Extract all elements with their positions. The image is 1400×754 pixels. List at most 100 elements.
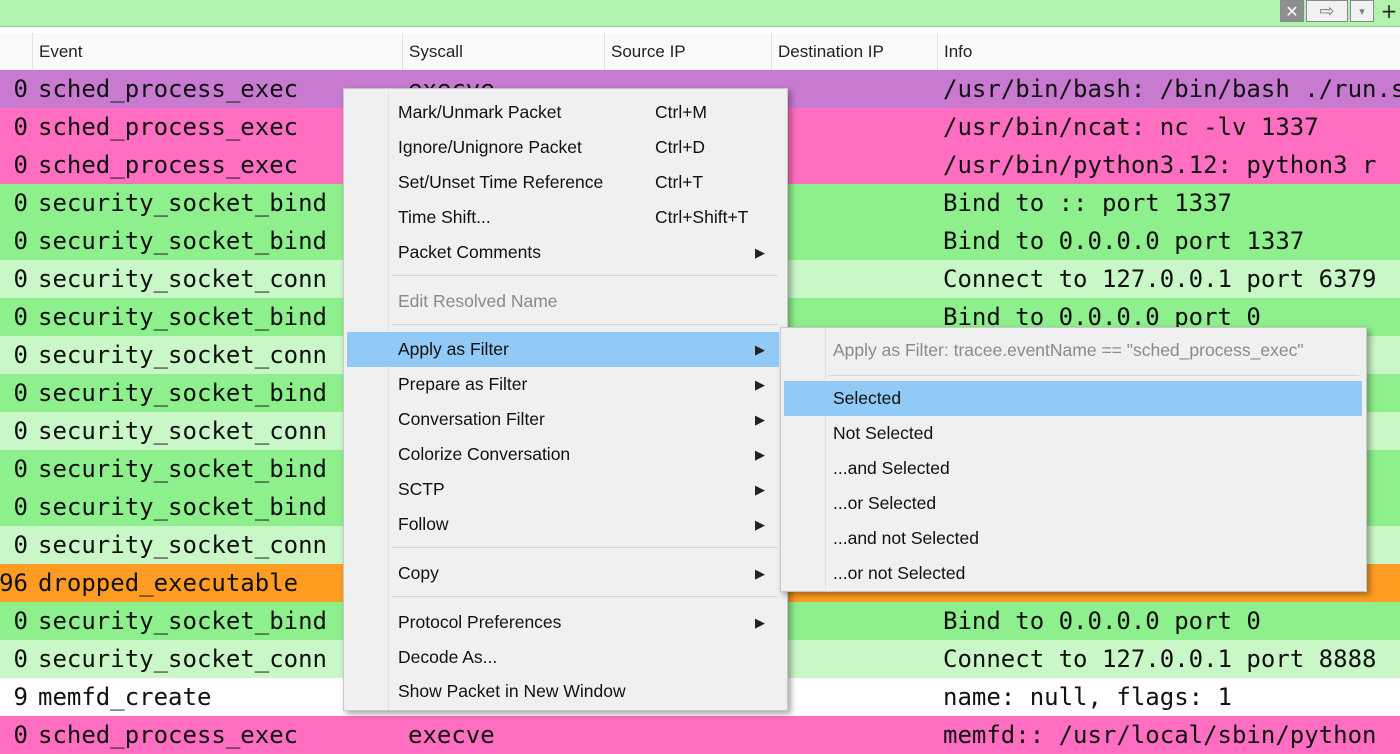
menu-separator xyxy=(392,596,778,597)
cell-number: 0 xyxy=(13,75,28,103)
menu-separator xyxy=(392,275,778,276)
menu-item-time-shift[interactable]: Time Shift... Ctrl+Shift+T xyxy=(347,200,779,235)
menu-item-decode-as[interactable]: Decode As... xyxy=(347,640,779,675)
cell-event: sched_process_exec xyxy=(38,75,299,103)
cell-info: /usr/bin/ncat: nc -lv 1337 xyxy=(943,113,1319,141)
cell-event: security_socket_bind xyxy=(38,493,327,521)
table-row[interactable]: 0sched_process_execexecve/usr/bin/bash: … xyxy=(0,70,1400,108)
column-header-info[interactable]: Info xyxy=(937,33,1400,70)
menu-item-shortcut: Ctrl+M xyxy=(655,102,708,122)
menu-item-set-unset-time-reference[interactable]: Set/Unset Time Reference Ctrl+T xyxy=(347,165,779,200)
clear-filter-icon[interactable]: ✕ xyxy=(1280,0,1304,22)
cell-event: security_socket_bind xyxy=(38,455,327,483)
cell-info: /usr/bin/python3.12: python3 r xyxy=(943,151,1377,179)
apply-as-filter-submenu: Apply as Filter: tracee.eventName == "sc… xyxy=(780,327,1367,592)
cell-event: security_socket_bind xyxy=(38,227,327,255)
menu-item-sctp[interactable]: SCTP ▶ xyxy=(347,472,779,507)
cell-number: 0 xyxy=(13,303,28,331)
cell-event: dropped_executable xyxy=(38,569,299,597)
submenu-item-and-not-selected[interactable]: ...and not Selected xyxy=(784,521,1362,556)
filter-history-dropdown-icon[interactable]: ▾ xyxy=(1350,0,1374,22)
menu-item-copy[interactable]: Copy ▶ xyxy=(347,556,779,591)
submenu-item-selected[interactable]: Selected xyxy=(784,381,1362,416)
menu-item-conversation-filter[interactable]: Conversation Filter ▶ xyxy=(347,402,779,437)
menu-item-apply-as-filter[interactable]: Apply as Filter ▶ xyxy=(347,332,779,367)
cell-event: security_socket_conn xyxy=(38,265,327,293)
submenu-item-label: Apply as Filter: tracee.eventName == "sc… xyxy=(833,340,1304,360)
cell-info: Bind to 0.0.0.0 port 0 xyxy=(943,607,1261,635)
cell-event: security_socket_conn xyxy=(38,341,327,369)
cell-syscall: execve xyxy=(408,721,495,749)
cell-number: 0 xyxy=(13,531,28,559)
menu-item-edit-resolved-name: Edit Resolved Name xyxy=(347,284,779,319)
cell-number: 0 xyxy=(13,151,28,179)
submenu-item-label: ...or Selected xyxy=(833,493,937,513)
menu-item-label: Edit Resolved Name xyxy=(398,291,558,311)
menu-item-colorize-conversation[interactable]: Colorize Conversation ▶ xyxy=(347,437,779,472)
submenu-item-label: ...and Selected xyxy=(833,458,950,478)
cell-info: Bind to 0.0.0.0 port 1337 xyxy=(943,227,1305,255)
submenu-item-label: Not Selected xyxy=(833,423,934,443)
submenu-item-not-selected[interactable]: Not Selected xyxy=(784,416,1362,451)
menu-separator xyxy=(392,547,778,548)
menu-item-mark-unmark-packet[interactable]: Mark/Unmark Packet Ctrl+M xyxy=(347,95,779,130)
apply-filter-arrow-icon[interactable]: ⇨ xyxy=(1306,0,1348,22)
submenu-arrow-icon: ▶ xyxy=(755,377,765,392)
column-header-destination-ip[interactable]: Destination IP xyxy=(771,33,937,70)
cell-number: 0 xyxy=(13,265,28,293)
menu-separator xyxy=(392,324,778,325)
submenu-item-label: ...or not Selected xyxy=(833,563,966,583)
submenu-item-and-selected[interactable]: ...and Selected xyxy=(784,451,1362,486)
menu-item-label: Apply as Filter xyxy=(398,339,509,359)
cell-number: 9 xyxy=(13,683,28,711)
menu-item-follow[interactable]: Follow ▶ xyxy=(347,507,779,542)
cell-number: 0 xyxy=(13,417,28,445)
cell-event: security_socket_bind xyxy=(38,189,327,217)
menu-item-label: Mark/Unmark Packet xyxy=(398,102,562,122)
menu-item-label: Conversation Filter xyxy=(398,409,545,429)
menu-icon-gutter xyxy=(825,328,826,591)
context-menu: Mark/Unmark Packet Ctrl+M Ignore/Unignor… xyxy=(343,88,788,711)
menu-item-packet-comments[interactable]: Packet Comments ▶ xyxy=(347,235,779,270)
cell-event: security_socket_bind xyxy=(38,303,327,331)
submenu-arrow-icon: ▶ xyxy=(755,447,765,462)
cell-number: 96 xyxy=(0,569,28,597)
submenu-arrow-icon: ▶ xyxy=(755,615,765,630)
column-header-event[interactable]: Event xyxy=(32,33,402,70)
cell-event: memfd_create xyxy=(38,683,212,711)
cell-event: security_socket_bind xyxy=(38,607,327,635)
cell-info: memfd:: /usr/local/sbin/python xyxy=(943,721,1377,749)
menu-item-prepare-as-filter[interactable]: Prepare as Filter ▶ xyxy=(347,367,779,402)
add-filter-button-icon[interactable]: + xyxy=(1380,0,1398,23)
cell-number: 0 xyxy=(13,189,28,217)
menu-item-label: Colorize Conversation xyxy=(398,444,571,464)
menu-item-show-packet-in-new-window[interactable]: Show Packet in New Window xyxy=(347,674,779,709)
menu-item-label: Ignore/Unignore Packet xyxy=(398,137,582,157)
cell-event: security_socket_bind xyxy=(38,379,327,407)
packet-list-header: Event Syscall Source IP Destination IP I… xyxy=(0,33,1400,71)
cell-info: Bind to 0.0.0.0 port 0 xyxy=(943,303,1261,331)
cell-number: 0 xyxy=(13,493,28,521)
submenu-item-label: ...and not Selected xyxy=(833,528,979,548)
menu-item-label: Set/Unset Time Reference xyxy=(398,172,604,192)
cell-number: 0 xyxy=(13,113,28,141)
submenu-arrow-icon: ▶ xyxy=(755,245,765,260)
submenu-arrow-icon: ▶ xyxy=(755,517,765,532)
menu-item-ignore-unignore-packet[interactable]: Ignore/Unignore Packet Ctrl+D xyxy=(347,130,779,165)
cell-event: security_socket_conn xyxy=(38,645,327,673)
menu-icon-gutter xyxy=(388,89,389,710)
menu-item-shortcut: Ctrl+Shift+T xyxy=(655,207,749,227)
menu-item-label: Time Shift... xyxy=(398,207,491,227)
submenu-item-label: Selected xyxy=(833,388,902,408)
menu-item-label: Protocol Preferences xyxy=(398,612,562,632)
submenu-item-or-selected[interactable]: ...or Selected xyxy=(784,486,1362,521)
column-header-syscall[interactable]: Syscall xyxy=(402,33,604,70)
menu-item-label: Show Packet in New Window xyxy=(398,681,626,701)
menu-item-shortcut: Ctrl+D xyxy=(655,137,706,157)
menu-item-label: Copy xyxy=(398,563,439,583)
column-header-source-ip[interactable]: Source IP xyxy=(604,33,771,70)
submenu-item-or-not-selected[interactable]: ...or not Selected xyxy=(784,556,1362,591)
display-filter-bar[interactable]: ✕ ⇨ ▾ + xyxy=(0,0,1400,27)
menu-item-protocol-preferences[interactable]: Protocol Preferences ▶ xyxy=(347,605,779,640)
